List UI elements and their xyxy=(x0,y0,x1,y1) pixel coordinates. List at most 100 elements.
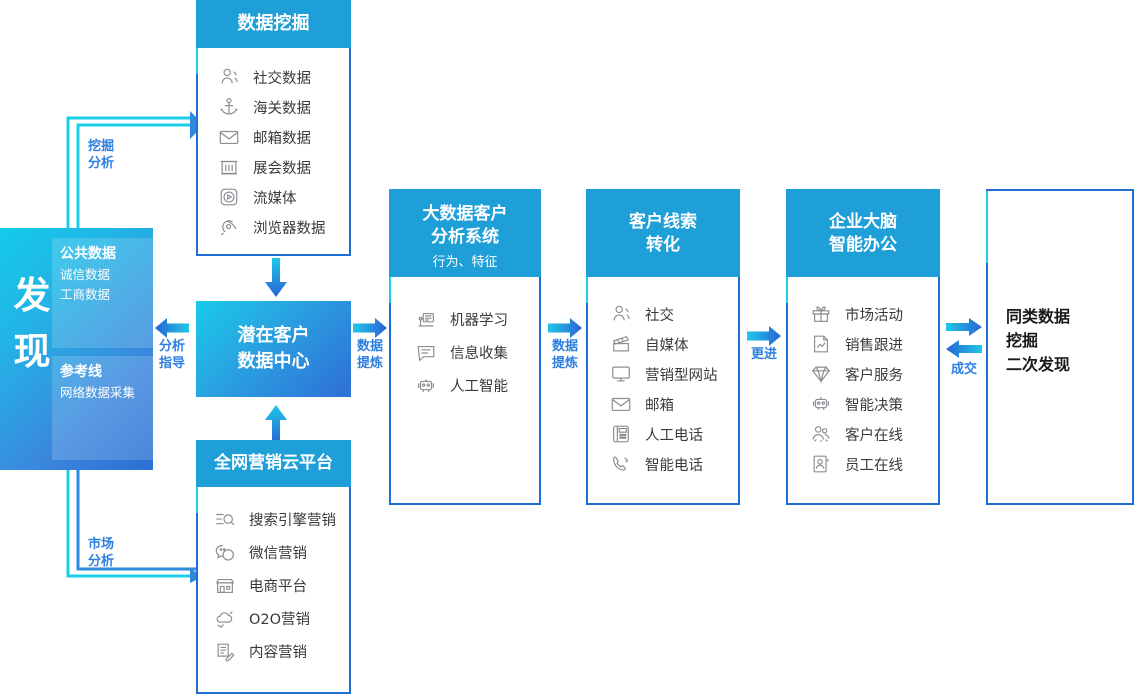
list-item-label: 浏览器数据 xyxy=(253,220,326,237)
desk-phone-icon xyxy=(608,421,634,447)
diamond-service-icon xyxy=(808,361,834,387)
list-item-label: 社交数据 xyxy=(253,70,311,87)
list-item[interactable]: 搜索引擎营销 xyxy=(212,503,349,536)
card-body: 社交 自媒体 xyxy=(586,277,740,505)
list-item-label: 人工智能 xyxy=(450,379,508,395)
discover-block-public-data: 公共数据 诚信数据 工商数据 xyxy=(52,238,153,348)
list-item[interactable]: 自媒体 xyxy=(608,329,738,359)
discover-block-reference-line: 参考线 网络数据采集 xyxy=(52,356,153,460)
monitor-website-icon xyxy=(608,361,634,387)
card-data-mining: 数据挖掘 社交数据 xyxy=(196,0,351,256)
loop-label-mining-line2: 分析 xyxy=(88,156,115,171)
content-edit-icon xyxy=(212,639,238,665)
card-header: 数据挖掘 xyxy=(196,0,351,48)
card-subtitle: 行为、特征 xyxy=(432,255,498,270)
list-item[interactable]: 销售跟进 xyxy=(808,329,938,359)
card-body: 市场活动 销售跟进 xyxy=(786,277,940,505)
item-list: 社交 自媒体 xyxy=(608,299,738,479)
connector-label-line1: 数据 xyxy=(551,339,578,354)
list-item[interactable]: 邮箱 xyxy=(608,389,738,419)
hub-potential-customer-data-center: 潜在客户 数据中心 xyxy=(196,301,351,397)
wechat-icon xyxy=(212,540,238,566)
card-header: 客户线索 转化 xyxy=(586,189,740,277)
list-item[interactable]: 智能决策 xyxy=(808,389,938,419)
item-list: 社交数据 海关数据 xyxy=(216,62,349,242)
card-title: 数据挖掘 xyxy=(237,13,310,34)
list-item-label: 电商平台 xyxy=(249,579,307,595)
connector-label-line1: 分析 xyxy=(158,339,185,354)
list-item-label: 海关数据 xyxy=(253,100,311,117)
list-item[interactable]: 微信营销 xyxy=(212,536,349,569)
list-item-label: 自媒体 xyxy=(645,337,689,354)
list-item[interactable]: 人工智能 xyxy=(413,369,539,402)
list-item[interactable]: 内容营销 xyxy=(212,635,349,668)
arrow-right-icon xyxy=(548,318,582,338)
discover-block-title: 公共数据 xyxy=(60,246,116,262)
loop-label-mining: 挖掘 分析 xyxy=(88,138,114,172)
employee-card-icon xyxy=(808,451,834,477)
card-secondary-discovery: 同类数据 挖掘 二次发现 xyxy=(986,189,1134,505)
card-enterprise-brain: 企业大脑 智能办公 市场活动 xyxy=(786,189,940,505)
list-item[interactable]: 社交数据 xyxy=(216,62,349,92)
card-header: 全网营销云平台 xyxy=(196,440,351,487)
connector-label-line1: 成交 xyxy=(950,362,977,377)
connector-hub-to-analysis: 数据 提炼 xyxy=(350,318,390,372)
list-item[interactable]: 海关数据 xyxy=(216,92,349,122)
list-item[interactable]: 智能电话 xyxy=(608,449,738,479)
robot-ai-icon xyxy=(413,373,439,399)
list-item[interactable]: 营销型网站 xyxy=(608,359,738,389)
list-item[interactable]: 邮箱数据 xyxy=(216,122,349,152)
gift-campaign-icon xyxy=(808,301,834,327)
list-item[interactable]: 市场活动 xyxy=(808,299,938,329)
discover-panel: 发现 公共数据 诚信数据 工商数据 参考线 网络数据采集 xyxy=(0,228,153,470)
item-list: 市场活动 销售跟进 xyxy=(808,299,938,479)
list-item[interactable]: 客户服务 xyxy=(808,359,938,389)
arrow-right-icon xyxy=(747,326,781,346)
arrow-right-icon xyxy=(946,318,982,336)
list-item[interactable]: 客户在线 xyxy=(808,419,938,449)
card-title-line2: 智能办公 xyxy=(829,235,897,255)
list-item-label: 员工在线 xyxy=(845,457,903,474)
card-title: 全网营销云平台 xyxy=(214,453,333,473)
streaming-play-icon xyxy=(216,184,242,210)
list-item-label: 智能电话 xyxy=(645,457,703,474)
list-item[interactable]: 员工在线 xyxy=(808,449,938,479)
item-list: 搜索引擎营销 微信营销 xyxy=(212,503,349,668)
list-item[interactable]: 机器学习 xyxy=(413,303,539,336)
arrow-left-icon xyxy=(155,318,189,338)
card-bigdata-analysis-system: 大数据客户 分析系统 行为、特征 机器学习 xyxy=(389,189,541,505)
discover-block-line: 工商数据 xyxy=(60,287,111,302)
connector-brain-to-outcome: 成交 xyxy=(942,318,986,378)
list-item-label: 营销型网站 xyxy=(645,367,718,384)
card-title-line1: 企业大脑 xyxy=(829,212,897,232)
card-lead-conversion: 客户线索 转化 社交 xyxy=(586,189,740,505)
list-item-label: 内容营销 xyxy=(249,645,307,661)
connector-label-line1: 更进 xyxy=(750,347,777,362)
connector-analysis-to-leads: 数据 提炼 xyxy=(545,318,585,372)
list-item[interactable]: O2O营销 xyxy=(212,602,349,635)
loop-label-mining-line1: 挖掘 xyxy=(88,139,115,154)
list-item-label: 智能决策 xyxy=(845,397,903,414)
card-marketing-cloud-platform: 全网营销云平台 搜索引擎营销 xyxy=(196,440,351,694)
list-item-label: O2O营销 xyxy=(249,612,311,628)
list-item[interactable]: 人工电话 xyxy=(608,419,738,449)
list-item-label: 流媒体 xyxy=(253,190,297,207)
exhibition-hall-icon xyxy=(216,154,242,180)
list-item[interactable]: 社交 xyxy=(608,299,738,329)
connector-label-line2: 指导 xyxy=(158,356,185,371)
cloud-o2o-icon xyxy=(212,606,238,632)
list-item[interactable]: 浏览器数据 xyxy=(216,212,349,242)
list-item[interactable]: 展会数据 xyxy=(216,152,349,182)
card-title-line1: 客户线索 xyxy=(629,212,697,232)
list-item[interactable]: 流媒体 xyxy=(216,182,349,212)
list-item-label: 客户在线 xyxy=(845,427,903,444)
list-item[interactable]: 电商平台 xyxy=(212,569,349,602)
anchor-customs-icon xyxy=(216,94,242,120)
discover-block-title: 参考线 xyxy=(60,364,102,380)
list-item-label: 社交 xyxy=(645,307,674,324)
outcome-text: 同类数据 挖掘 二次发现 xyxy=(1006,305,1070,377)
list-item-label: 人工电话 xyxy=(645,427,703,444)
list-item-label: 搜索引擎营销 xyxy=(249,513,336,529)
list-item[interactable]: 信息收集 xyxy=(413,336,539,369)
